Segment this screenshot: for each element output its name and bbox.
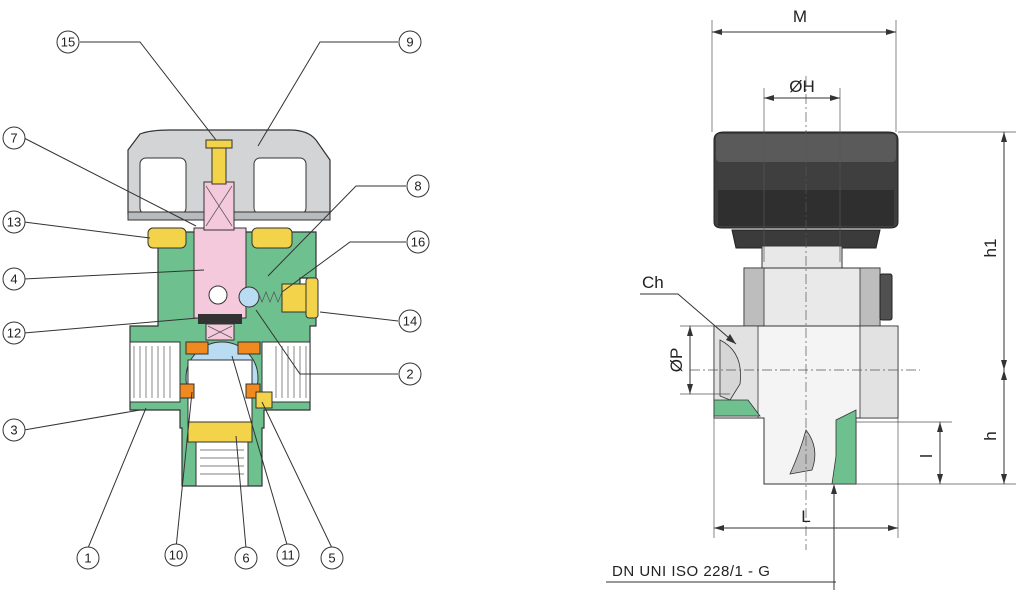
svg-text:13: 13 <box>7 215 21 230</box>
callout-10: 10 <box>164 543 188 567</box>
svg-text:5: 5 <box>328 551 335 566</box>
svg-text:9: 9 <box>406 35 413 50</box>
svg-text:h1: h1 <box>981 239 1000 258</box>
dimension-Ch: Ch <box>640 273 737 345</box>
sectional-view: 15 9 7 8 13 16 4 14 <box>2 30 430 570</box>
callout-5: 5 <box>320 546 344 570</box>
callout-9: 9 <box>398 30 422 54</box>
callout-11: 11 <box>276 543 300 567</box>
dimension-H: ØH <box>763 77 841 262</box>
svg-text:14: 14 <box>403 314 417 329</box>
svg-text:8: 8 <box>414 179 421 194</box>
callout-7: 7 <box>2 126 26 150</box>
dimension-L: L <box>713 418 899 538</box>
svg-text:L: L <box>801 507 810 526</box>
svg-text:M: M <box>793 7 807 26</box>
svg-text:2: 2 <box>406 367 413 382</box>
svg-text:16: 16 <box>411 235 425 250</box>
callout-6: 6 <box>234 546 258 570</box>
callout-4: 4 <box>2 267 26 291</box>
callout-13: 13 <box>2 210 26 234</box>
svg-text:6: 6 <box>242 551 249 566</box>
callout-2: 2 <box>398 362 422 386</box>
top-screw-head <box>205 139 233 149</box>
svg-text:15: 15 <box>61 35 75 50</box>
svg-text:1: 1 <box>84 551 91 566</box>
svg-text:l: l <box>917 454 936 458</box>
svg-text:h: h <box>981 431 1000 440</box>
thread-spec: DN UNI ISO 228/1 - G <box>606 484 837 590</box>
dimension-h1: h1 <box>898 131 1016 370</box>
svg-text:10: 10 <box>169 548 183 563</box>
svg-text:3: 3 <box>10 423 17 438</box>
dimension-P: ØP <box>667 325 730 395</box>
dimension-l: l <box>856 421 952 484</box>
callout-12: 12 <box>2 321 26 345</box>
valve-stem <box>193 181 247 341</box>
top-screw-shank <box>211 147 227 185</box>
svg-text:11: 11 <box>281 548 295 563</box>
locking-nut-right <box>251 227 293 249</box>
locking-nut-left <box>147 227 187 249</box>
callout-14: 14 <box>398 309 422 333</box>
svg-text:ØH: ØH <box>789 77 815 96</box>
svg-text:ØP: ØP <box>667 348 686 373</box>
callout-3: 3 <box>2 418 26 442</box>
svg-text:4: 4 <box>10 272 17 287</box>
callout-8: 8 <box>406 174 430 198</box>
callout-15: 15 <box>56 30 80 54</box>
svg-text:12: 12 <box>7 326 21 341</box>
leader-lines <box>23 41 406 549</box>
svg-text:7: 7 <box>10 131 17 146</box>
svg-text:Ch: Ch <box>642 273 664 292</box>
dimension-h: h <box>856 370 1016 485</box>
dimension-M: M <box>711 7 897 132</box>
callout-1: 1 <box>76 546 100 570</box>
svg-text:DN UNI ISO 228/1 - G: DN UNI ISO 228/1 - G <box>612 563 770 580</box>
exterior-view: M ØH h1 h <box>606 7 1016 590</box>
callout-16: 16 <box>406 230 430 254</box>
